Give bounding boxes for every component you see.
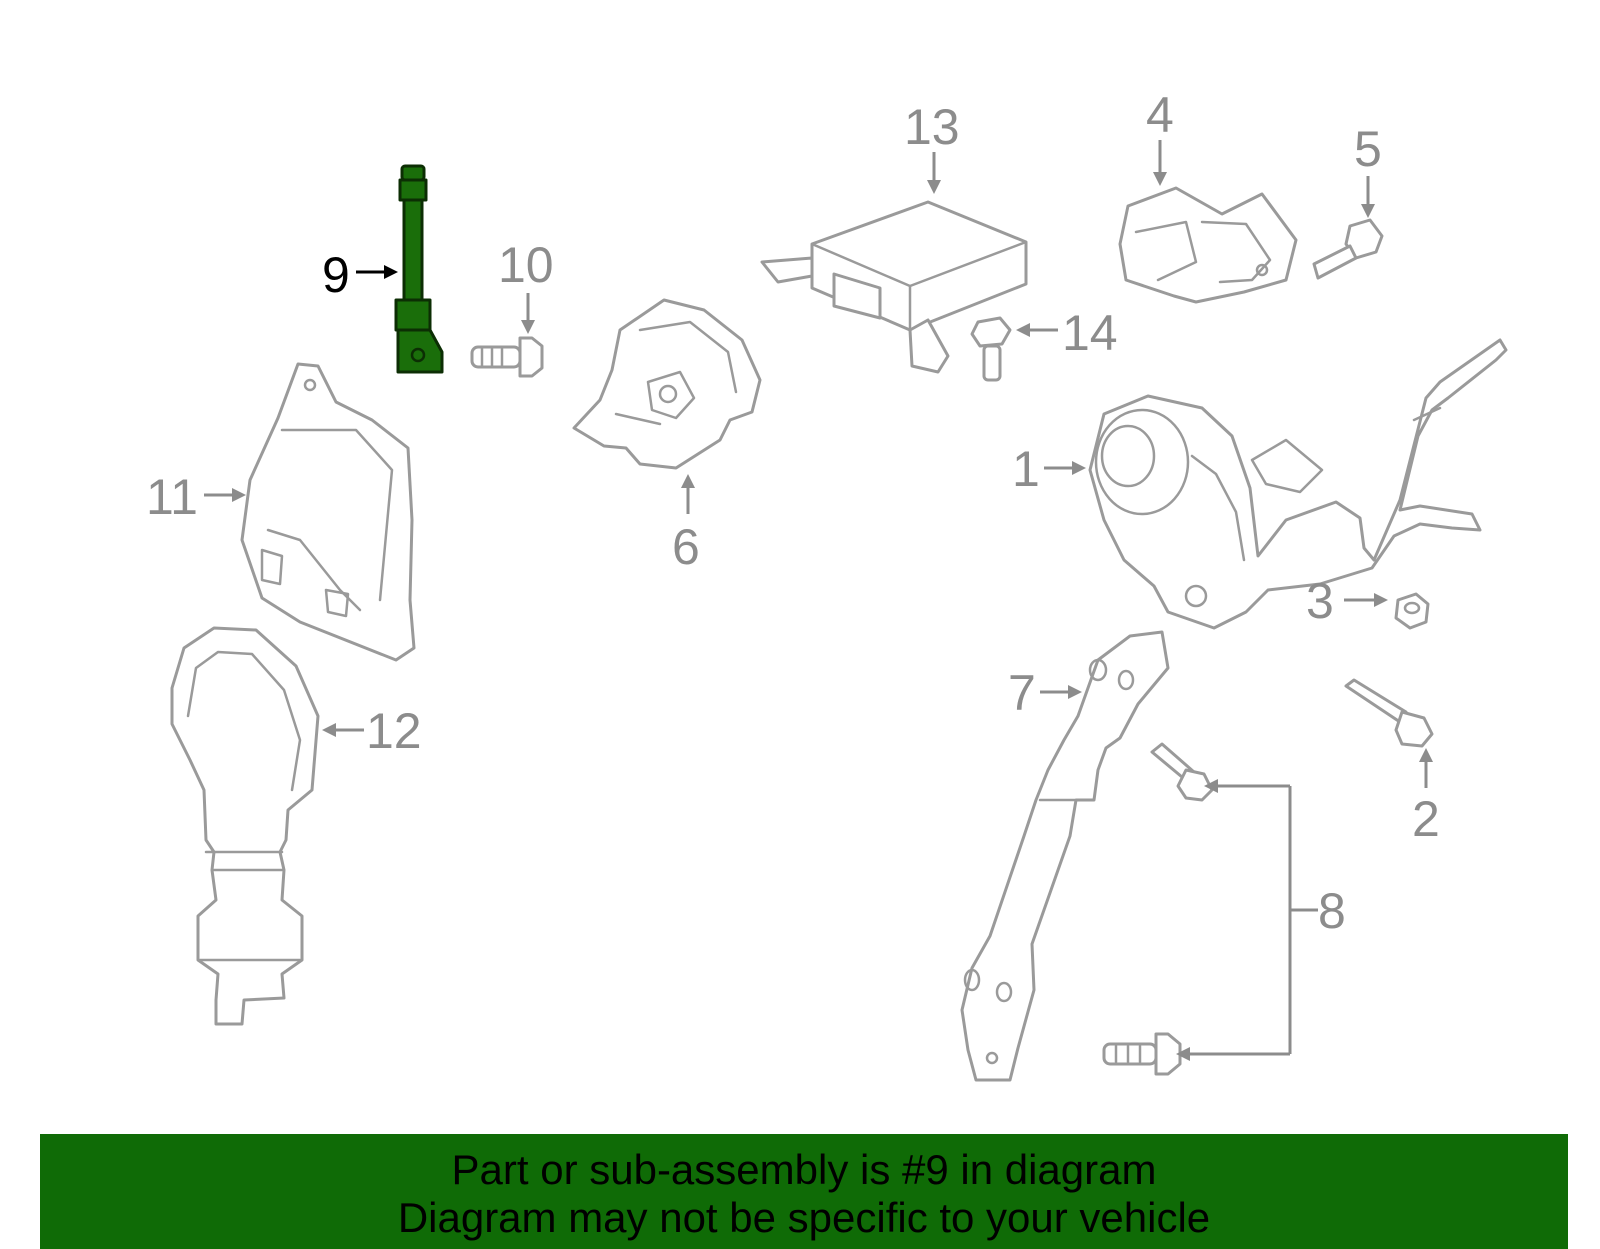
- part-4-housing[interactable]: [1118, 186, 1298, 304]
- part-11-cover[interactable]: [240, 362, 416, 662]
- callout-labels: 1 2 3 4 5 6 7 8 9 10 11 12 13 14: [146, 87, 1440, 939]
- callout-12: 12: [366, 703, 422, 759]
- part-5-bolt[interactable]: [1312, 218, 1384, 280]
- part-14-bolt[interactable]: [970, 316, 1012, 382]
- callout-3: 3: [1306, 573, 1334, 629]
- leader-lines: [204, 140, 1433, 1061]
- callout-14: 14: [1062, 305, 1118, 361]
- callout-11: 11: [146, 469, 198, 525]
- callout-13: 13: [904, 99, 960, 155]
- callout-4: 4: [1146, 87, 1174, 143]
- part-1-column[interactable]: [1088, 338, 1508, 630]
- callout-2: 2: [1412, 791, 1440, 847]
- part-2-bolt[interactable]: [1344, 678, 1434, 748]
- banner-line-2: Diagram may not be specific to your vehi…: [397, 1194, 1211, 1241]
- part-12-boot[interactable]: [170, 626, 320, 1026]
- part-8-bolt-upper[interactable]: [1150, 742, 1214, 802]
- banner-line-1: Part or sub-assembly is #9 in diagram: [451, 1146, 1157, 1193]
- part-6-bracket[interactable]: [572, 298, 762, 470]
- part-8-bolt-lower[interactable]: [1102, 1032, 1182, 1076]
- part-9-shaft[interactable]: [394, 164, 444, 374]
- part-13-module[interactable]: [760, 200, 1028, 374]
- callout-7: 7: [1008, 665, 1036, 721]
- callout-9: 9: [322, 247, 350, 303]
- callout-8: 8: [1318, 883, 1346, 939]
- part-7-shaft[interactable]: [960, 630, 1170, 1082]
- callout-5: 5: [1354, 121, 1382, 177]
- info-banner: Part or sub-assembly is #9 in diagram Di…: [40, 1134, 1568, 1249]
- callout-6: 6: [672, 519, 700, 575]
- part-3-nut[interactable]: [1394, 592, 1430, 630]
- callout-10: 10: [498, 237, 554, 293]
- part-10-bolt[interactable]: [470, 336, 544, 378]
- callout-1: 1: [1012, 441, 1040, 497]
